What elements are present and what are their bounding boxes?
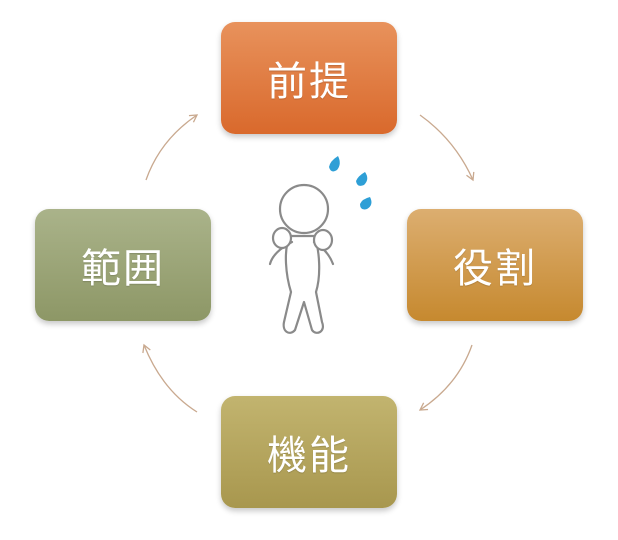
sweat-drop-icon (356, 172, 368, 186)
node-role: 役割 (407, 209, 583, 321)
person-body (282, 234, 324, 334)
arrow-top-to-right (419, 114, 475, 182)
person-right-fist (312, 228, 334, 252)
node-role-label: 役割 (453, 246, 537, 292)
arrow-right-to-bottom (418, 344, 473, 411)
node-scope-label: 範囲 (81, 246, 165, 292)
sweat-drop-icon (360, 197, 372, 210)
node-premise: 前提 (221, 22, 397, 134)
worried-person-icon (268, 156, 372, 334)
node-premise-label: 前提 (267, 59, 351, 105)
node-function-label: 機能 (267, 433, 351, 479)
arrow-left-to-top (145, 114, 199, 181)
node-scope: 範囲 (35, 209, 211, 321)
person-head (278, 183, 330, 235)
sweat-drop-icon (329, 156, 340, 172)
person-left-fist (271, 226, 293, 250)
node-function: 機能 (221, 396, 397, 508)
arrow-bottom-to-left (142, 343, 198, 413)
